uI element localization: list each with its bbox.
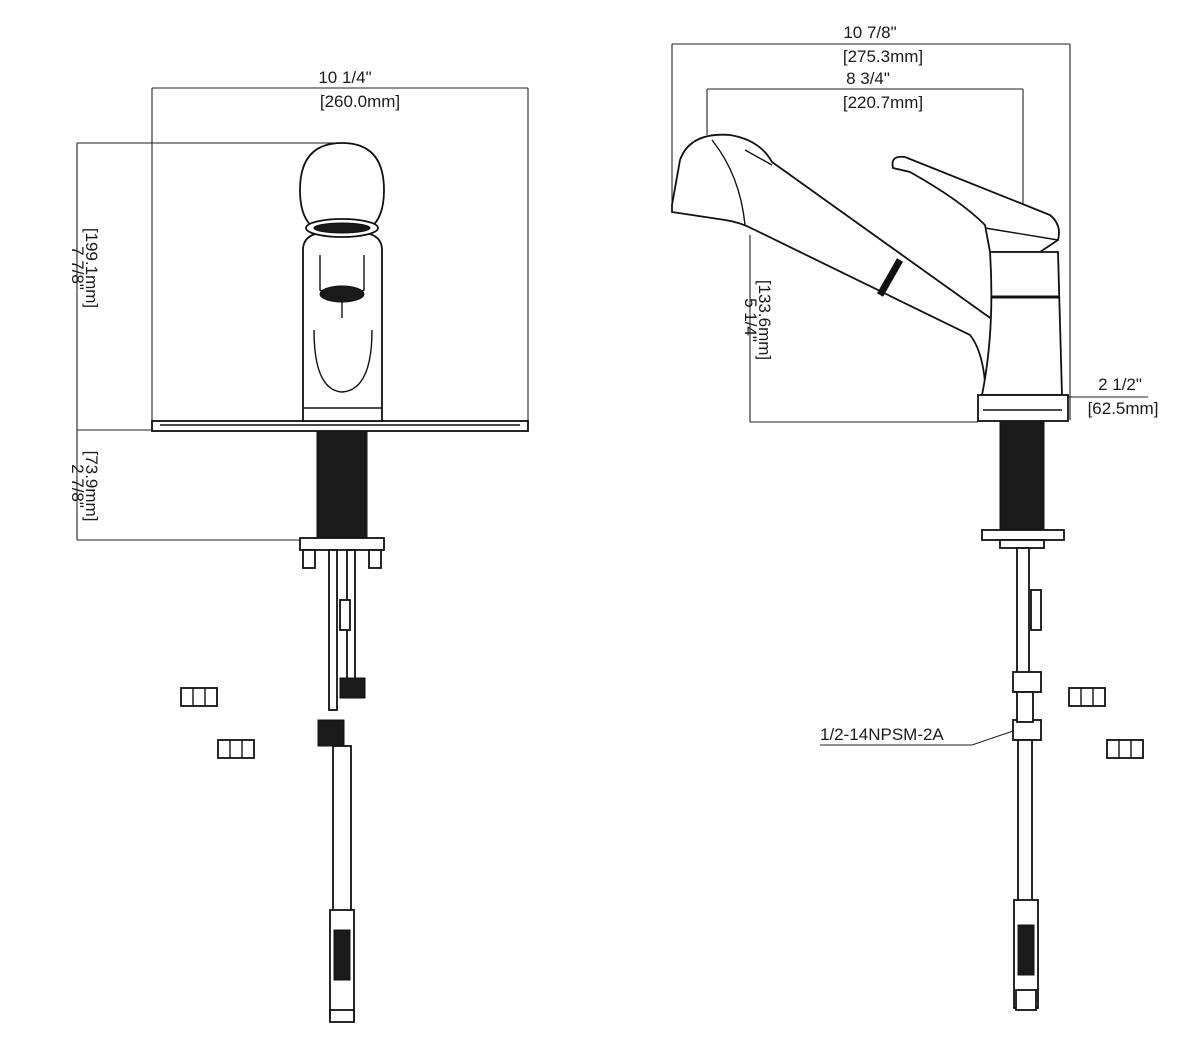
- front-loose-nuts: [180, 687, 255, 759]
- side-view: 10 7/8" [275.3mm] 8 3/4" [220.7mm] 5 1/4…: [671, 23, 1158, 1011]
- side-overall-mm: [275.3mm]: [843, 47, 923, 66]
- thread-spec-label: 1/2-14NPSM-2A: [820, 725, 944, 744]
- front-shank-inches: 2 7/8": [68, 464, 87, 508]
- front-view: 10 1/4" [260.0mm] 7 7/8" [199.1mm] 2 7/8…: [68, 68, 529, 1023]
- side-spout-height-mm: [133.6mm]: [755, 280, 774, 360]
- front-shank-dimension: 2 7/8" [73.9mm]: [68, 430, 305, 541]
- side-spout-height-dimension: 5 1/4" [133.6mm]: [741, 235, 978, 423]
- front-height-inches: 7 7/8": [68, 246, 87, 290]
- side-reach-inches: 8 3/4": [846, 69, 890, 88]
- side-supply-hoses: [1012, 547, 1042, 1011]
- front-supply-hoses: [317, 549, 366, 1023]
- side-overall-dimension: 10 7/8" [275.3mm]: [671, 23, 1071, 420]
- front-shank-mm: [73.9mm]: [82, 451, 101, 522]
- side-base-mm: [62.5mm]: [1088, 399, 1159, 418]
- side-spout-height-inches: 5 1/4": [741, 298, 760, 342]
- side-thread-callout: 1/2-14NPSM-2A: [820, 725, 1014, 746]
- front-width-dimension: 10 1/4" [260.0mm]: [151, 68, 529, 430]
- side-pullout-spout: [671, 133, 1006, 384]
- front-width-mm: [260.0mm]: [320, 92, 400, 111]
- front-height-dimension: 7 7/8" [199.1mm]: [68, 142, 345, 431]
- side-reach-mm: [220.7mm]: [843, 93, 923, 112]
- side-lever-handle: [891, 155, 1060, 253]
- front-faucet-body: [299, 142, 385, 422]
- side-base-inches: 2 1/2": [1098, 375, 1142, 394]
- side-base-dimension: 2 1/2" [62.5mm]: [1062, 375, 1158, 418]
- side-faucet-body: [977, 251, 1069, 422]
- side-shank: [981, 420, 1065, 549]
- front-height-mm: [199.1mm]: [82, 228, 101, 308]
- front-width-inches: 10 1/4": [318, 68, 371, 87]
- side-loose-nuts: [1068, 687, 1144, 759]
- front-deck-plate: [151, 420, 529, 432]
- side-overall-inches: 10 7/8": [843, 23, 896, 42]
- front-shank: [299, 430, 385, 569]
